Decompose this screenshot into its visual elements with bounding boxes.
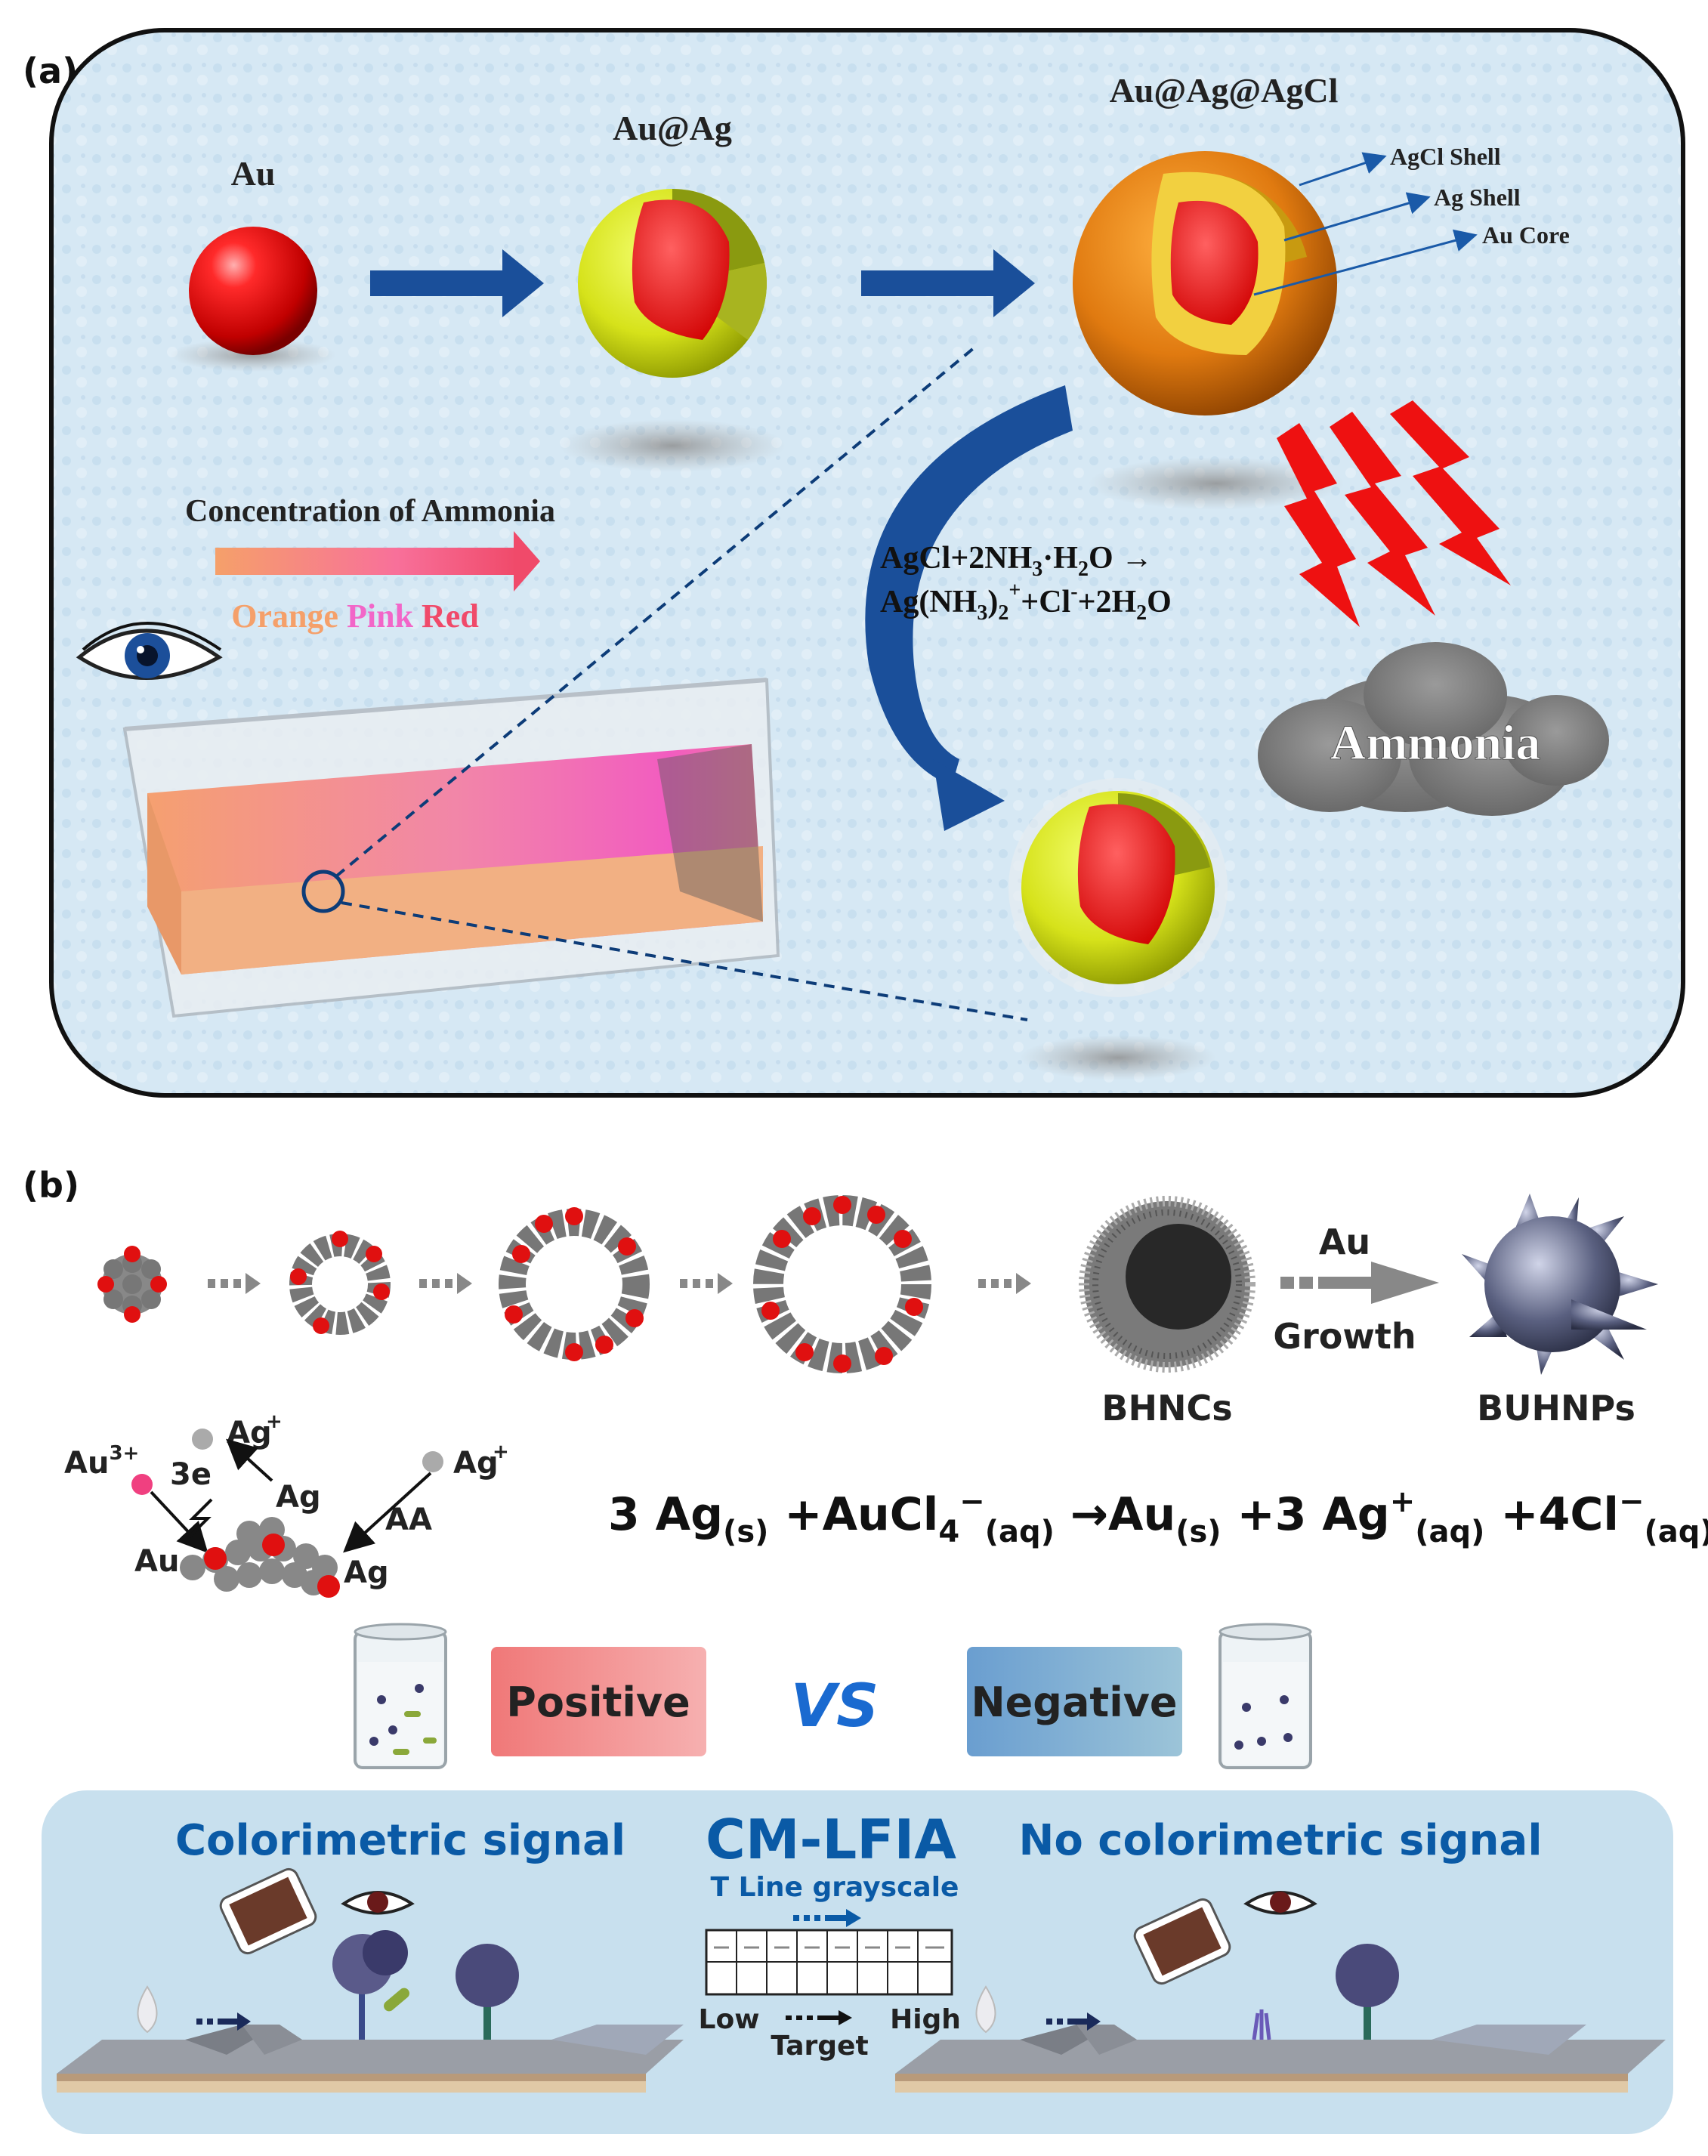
svg-text:Ag: Ag: [344, 1555, 389, 1590]
colorimetric-title: Colorimetric signal: [175, 1816, 625, 1865]
probe-cluster-left: [332, 1930, 519, 2040]
t-line-arrow: [793, 1909, 861, 1927]
cluster-stage-2: [289, 1231, 391, 1335]
main-equation: 3 Ag(s) +AuCl4−(aq) →Au(s) +3 Ag+(aq) +4…: [608, 1484, 1708, 1549]
color-word-orange: Orange: [231, 598, 338, 635]
cluster-stage-1: [97, 1246, 167, 1323]
mechanism-sketch: Ag + Au3+ Ag + 3e Ag AA Au Ag: [64, 1410, 509, 1598]
negative-box: [967, 1647, 1182, 1756]
target-arrow: [786, 2010, 852, 2025]
cluster-stage-3: [499, 1207, 650, 1361]
positive-label: Positive: [506, 1679, 690, 1726]
phone-left-icon: [219, 1867, 317, 1955]
color-words: Orange Pink Red: [231, 598, 479, 635]
no-colorimetric-title: No colorimetric signal: [1018, 1816, 1542, 1865]
beaker-negative: [1218, 1623, 1312, 1769]
au-core-pointer: [1253, 229, 1478, 296]
reaction-line-1: AgCl+2NH3·H2O →: [880, 541, 1153, 581]
concentration-arrow: [215, 531, 540, 592]
dot-arrow-right: [1046, 2012, 1101, 2031]
auag-label: Au@Ag: [613, 109, 732, 147]
arrow-au-to-auag: [370, 249, 544, 317]
buhnps-label: BUHNPs: [1477, 1388, 1635, 1429]
svg-text:Au3+: Au3+: [64, 1442, 139, 1481]
beaker-positive: [354, 1623, 447, 1769]
droplet-left: [137, 1985, 158, 2034]
zoom-line-top: [335, 346, 976, 878]
ammonia-attack-bolts: [1277, 400, 1511, 627]
ammonia-cloud-label: Ammonia: [1330, 715, 1541, 771]
t-line-label: T Line grayscale: [711, 1872, 959, 1903]
au-label: Au: [231, 154, 276, 193]
auagagcl-label: Au@Ag@AgCl: [1110, 71, 1339, 110]
au-core-label: Au Core: [1482, 221, 1570, 249]
auagagcl-sphere: [1073, 151, 1337, 415]
svg-text:+: +: [493, 1441, 509, 1463]
growth-arrow-top-label: Au: [1319, 1222, 1370, 1262]
svg-text:+: +: [266, 1410, 283, 1433]
agcl-shadow: [1088, 457, 1345, 510]
eye-left-icon: [341, 1891, 415, 1915]
zoom-line-bottom: [341, 901, 1028, 1021]
reaction-line-2: Ag(NH3)2++Cl-+2H2O: [880, 579, 1172, 625]
panel-b-label: (b): [23, 1165, 79, 1206]
negative-label: Negative: [971, 1679, 1177, 1726]
probe-cluster-right: [1252, 1944, 1399, 2040]
dash-arrow-2: [419, 1273, 472, 1294]
color-word-red: Red: [422, 598, 479, 635]
svg-text:3e: 3e: [170, 1457, 212, 1492]
auag-sphere: [578, 189, 767, 378]
positive-box: [491, 1647, 706, 1756]
svg-text:Au: Au: [134, 1544, 179, 1579]
negative-strip: [895, 2025, 1666, 2093]
dash-arrow-3: [680, 1273, 733, 1294]
product-shadow: [1020, 1035, 1216, 1080]
magnify-circle: [301, 870, 345, 913]
vs-label: VS: [791, 1673, 879, 1741]
ag-shell-label: Ag Shell: [1434, 184, 1521, 211]
au-sphere: [189, 227, 317, 355]
concentration-label: Concentration of Ammonia: [185, 494, 555, 529]
dash-arrow-1: [208, 1273, 261, 1294]
buhnps-particle: [1462, 1194, 1658, 1375]
sample-dish: [122, 678, 780, 1018]
low-label: Low: [699, 2004, 760, 2035]
cmlfia-title: CM-LFIA: [706, 1808, 956, 1871]
cluster-stage-4: [753, 1195, 931, 1373]
svg-text:Ag: Ag: [453, 1446, 499, 1481]
agcl-shell-pointer: [1299, 152, 1387, 187]
droplet-right: [975, 1985, 996, 2034]
high-label: High: [890, 2004, 961, 2035]
eye-icon: [76, 622, 223, 680]
curved-reaction-arrow: [865, 385, 1073, 831]
growth-arrow-bottom-label: Growth: [1273, 1316, 1416, 1357]
dash-arrow-4: [978, 1273, 1031, 1294]
agcl-shell-label: AgCl Shell: [1390, 143, 1501, 170]
phone-right-icon: [1133, 1898, 1231, 1985]
bhncs-particle: [1079, 1196, 1256, 1373]
grayscale-grid: [705, 1929, 953, 1996]
eye-right-icon: [1243, 1891, 1317, 1915]
dot-arrow-left: [196, 2012, 251, 2031]
ammonia-cloud: [1258, 642, 1609, 816]
svg-text:Ag: Ag: [276, 1480, 321, 1515]
target-label: Target: [771, 2031, 868, 2062]
arrow-auag-to-agcl: [861, 249, 1035, 317]
growth-arrow: [1280, 1262, 1439, 1304]
bhncs-label: BHNCs: [1101, 1388, 1232, 1429]
product-auag-sphere: [1008, 778, 1228, 997]
color-word-pink: Pink: [347, 598, 414, 635]
ag-shell-pointer: [1283, 192, 1431, 242]
auag-shadow: [559, 419, 786, 472]
positive-strip: [57, 2025, 684, 2093]
